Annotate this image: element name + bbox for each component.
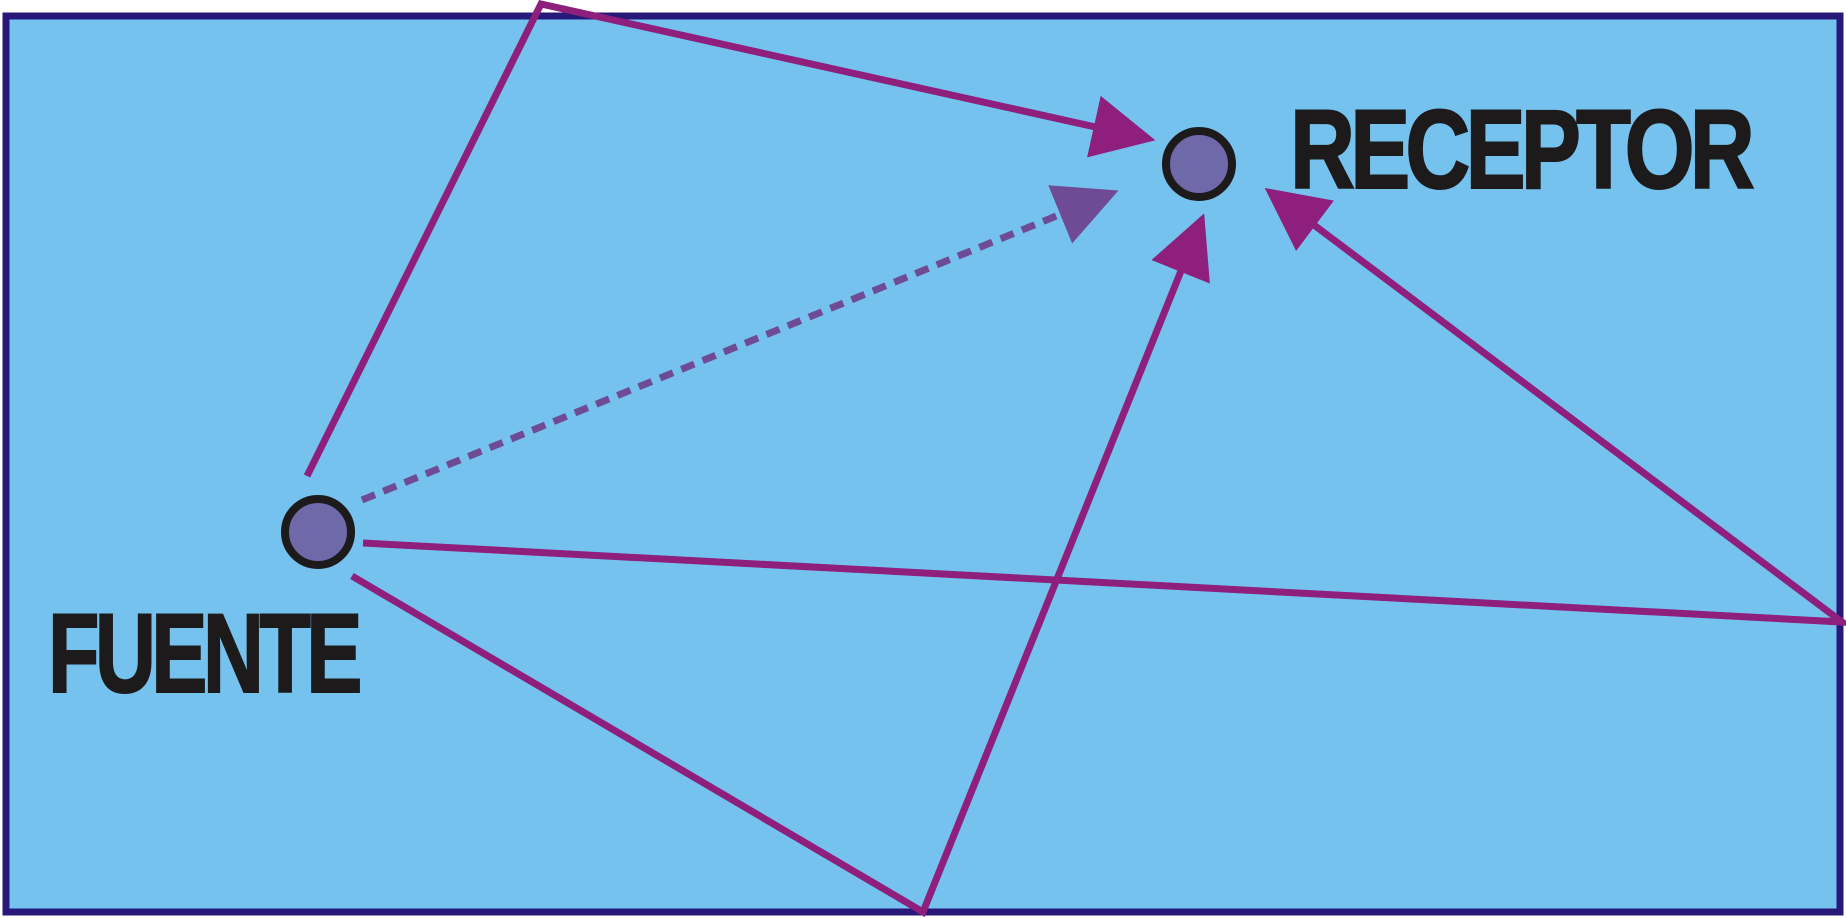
direct-ray — [360, 185, 1119, 504]
receiver-node — [1162, 127, 1236, 201]
source-node — [281, 495, 355, 569]
source-label: FUENTE — [48, 591, 360, 716]
reflected-ray-top-wall — [303, 0, 1156, 478]
receiver-label: RECEPTOR — [1290, 87, 1753, 212]
reflected-ray-right-wall — [362, 187, 1846, 626]
reflected-ray-bottom-wall — [350, 213, 1210, 918]
